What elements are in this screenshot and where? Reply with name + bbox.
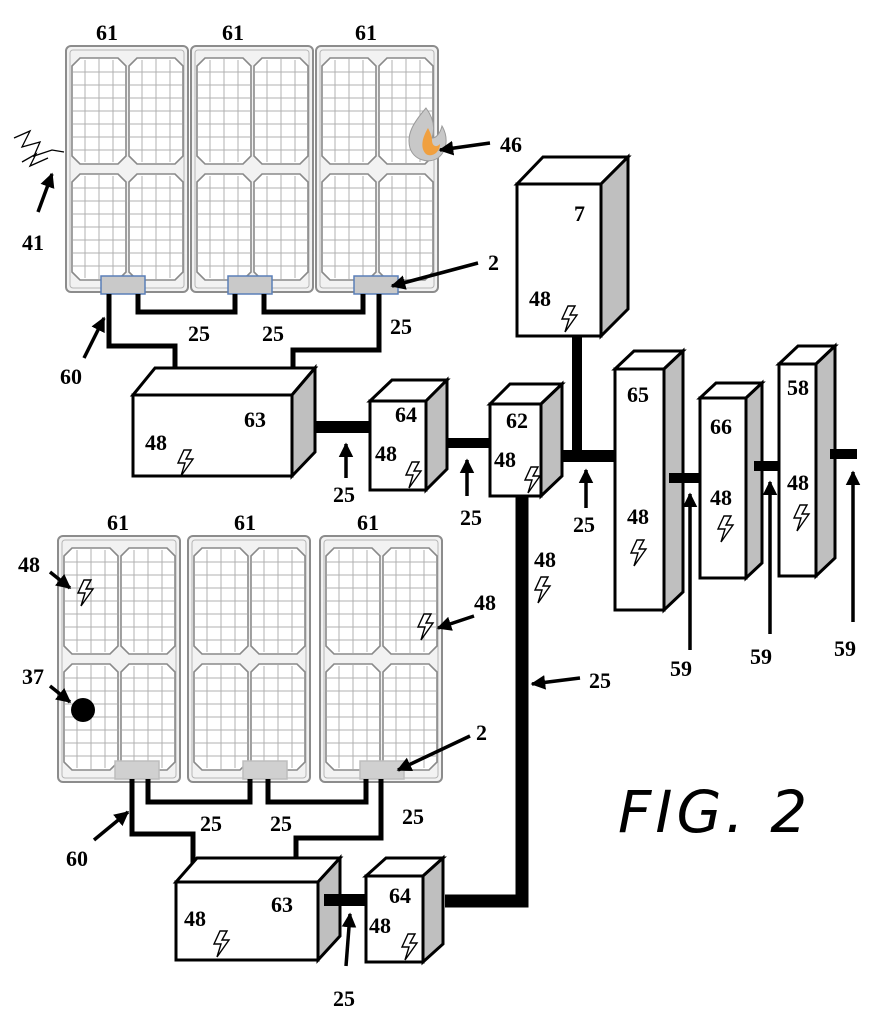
figure-title: FIG. 2 xyxy=(618,778,811,846)
label-junction-box-top: 2 xyxy=(488,250,499,275)
label-wire-bottom-3: 25 xyxy=(402,804,424,829)
label-cable-top: 60 xyxy=(60,364,82,389)
label-unit-66: 66 xyxy=(710,414,732,439)
label-bottom-unit-64-signal: 48 xyxy=(369,913,391,938)
label-top-unit-64: 64 xyxy=(395,402,417,427)
top-module-3 xyxy=(316,46,438,292)
label-output-2: 59 xyxy=(750,644,772,669)
label-top-module-3: 61 xyxy=(355,20,377,45)
arrow-25-bus-bottom xyxy=(341,912,357,967)
bottom-junction-box-3 xyxy=(359,760,405,780)
top-panel-array: 61 61 61 xyxy=(66,20,438,295)
bottom-junction-box-1 xyxy=(114,760,160,780)
top-unit-64: 64 48 xyxy=(366,376,451,494)
bottom-unit-64: 64 48 xyxy=(362,854,447,966)
lightning-bolt-icon xyxy=(534,576,551,604)
bus-62-bottom xyxy=(445,496,529,908)
label-wire-bus-2: 25 xyxy=(460,505,482,530)
label-unit-58: 58 xyxy=(787,375,809,400)
label-bottom-module-2: 61 xyxy=(234,510,256,535)
label-fire: 46 xyxy=(500,132,522,157)
arrow-48-bottom-3 xyxy=(436,614,475,631)
label-unit-58-signal: 48 xyxy=(787,470,809,495)
label-wire-bottom-2: 25 xyxy=(270,811,292,836)
label-cable-bottom: 60 xyxy=(66,846,88,871)
label-bottom-combiner-signal: 48 xyxy=(184,906,206,931)
label-top-combiner: 63 xyxy=(244,407,266,432)
label-top-module-1: 61 xyxy=(96,20,118,45)
label-unit-62: 62 xyxy=(506,408,528,433)
label-wire-bottom-1: 25 xyxy=(200,811,222,836)
bottom-panel-array: 61 61 61 xyxy=(58,510,442,782)
top-junction-box-1 xyxy=(100,275,146,295)
unit-62: 62 48 xyxy=(486,380,566,500)
arrow-60-bottom xyxy=(92,810,130,842)
label-junction-box-bottom: 2 xyxy=(476,720,487,745)
bottom-junction-box-2 xyxy=(242,760,288,780)
unit-65: 65 48 xyxy=(611,347,687,614)
label-top-combiner-signal: 48 xyxy=(145,430,167,455)
top-junction-box-2 xyxy=(227,275,273,295)
unit-66: 66 48 xyxy=(696,379,766,582)
label-unit-66-signal: 48 xyxy=(710,485,732,510)
label-fault: 37 xyxy=(22,664,44,689)
label-bottom-module-signal-1: 48 xyxy=(18,552,40,577)
black-dot-icon xyxy=(71,698,95,722)
label-unit-7: 7 xyxy=(574,201,585,226)
label-bus-signal: 48 xyxy=(534,547,556,572)
top-junction-box-3 xyxy=(353,275,399,295)
arrow-48-bottom-1 xyxy=(48,570,72,590)
arrow-2-top xyxy=(390,261,479,290)
bottom-module-2 xyxy=(188,536,310,782)
label-unit-65-signal: 48 xyxy=(627,504,649,529)
bottom-string-wiring xyxy=(129,779,384,878)
label-bottom-module-1: 61 xyxy=(107,510,129,535)
top-module-1 xyxy=(66,46,188,292)
label-wire-main: 25 xyxy=(589,668,611,693)
bottom-combiner-box: 63 48 xyxy=(172,854,344,964)
label-bottom-module-signal-3: 48 xyxy=(474,590,496,615)
label-wire-top-2: 25 xyxy=(262,321,284,346)
label-output-1: 59 xyxy=(670,656,692,681)
label-wire-bus-3: 25 xyxy=(573,512,595,537)
label-output-3: 59 xyxy=(834,636,856,661)
bottom-module-3 xyxy=(320,536,442,782)
arrow-2-bottom xyxy=(396,734,471,772)
label-bottom-combiner: 63 xyxy=(271,892,293,917)
label-wire-top-1: 25 xyxy=(188,321,210,346)
unit-7: 7 48 xyxy=(513,153,632,340)
label-wire-bus-1: 25 xyxy=(333,482,355,507)
bottom-module-1 xyxy=(58,536,180,782)
label-wire-bus-bottom: 25 xyxy=(333,986,355,1011)
label-top-unit-64-signal: 48 xyxy=(375,441,397,466)
label-unit-62-signal: 48 xyxy=(494,447,516,472)
label-lightning: 41 xyxy=(22,230,44,255)
arrow-41 xyxy=(36,172,55,213)
unit-58: 58 48 xyxy=(775,342,839,580)
label-top-module-2: 61 xyxy=(222,20,244,45)
label-unit-65: 65 xyxy=(627,382,649,407)
label-bottom-unit-64: 64 xyxy=(389,883,411,908)
label-wire-top-3: 25 xyxy=(390,314,412,339)
arrow-25-main xyxy=(530,675,581,690)
lightning-strike-icon xyxy=(13,129,65,168)
arrow-37 xyxy=(48,684,72,704)
arrow-46 xyxy=(438,140,491,156)
label-unit-7-signal: 48 xyxy=(529,286,551,311)
top-module-2 xyxy=(191,46,313,292)
arrow-60-top xyxy=(82,316,106,359)
label-bottom-module-3: 61 xyxy=(357,510,379,535)
top-combiner-box: 63 48 xyxy=(129,363,319,480)
